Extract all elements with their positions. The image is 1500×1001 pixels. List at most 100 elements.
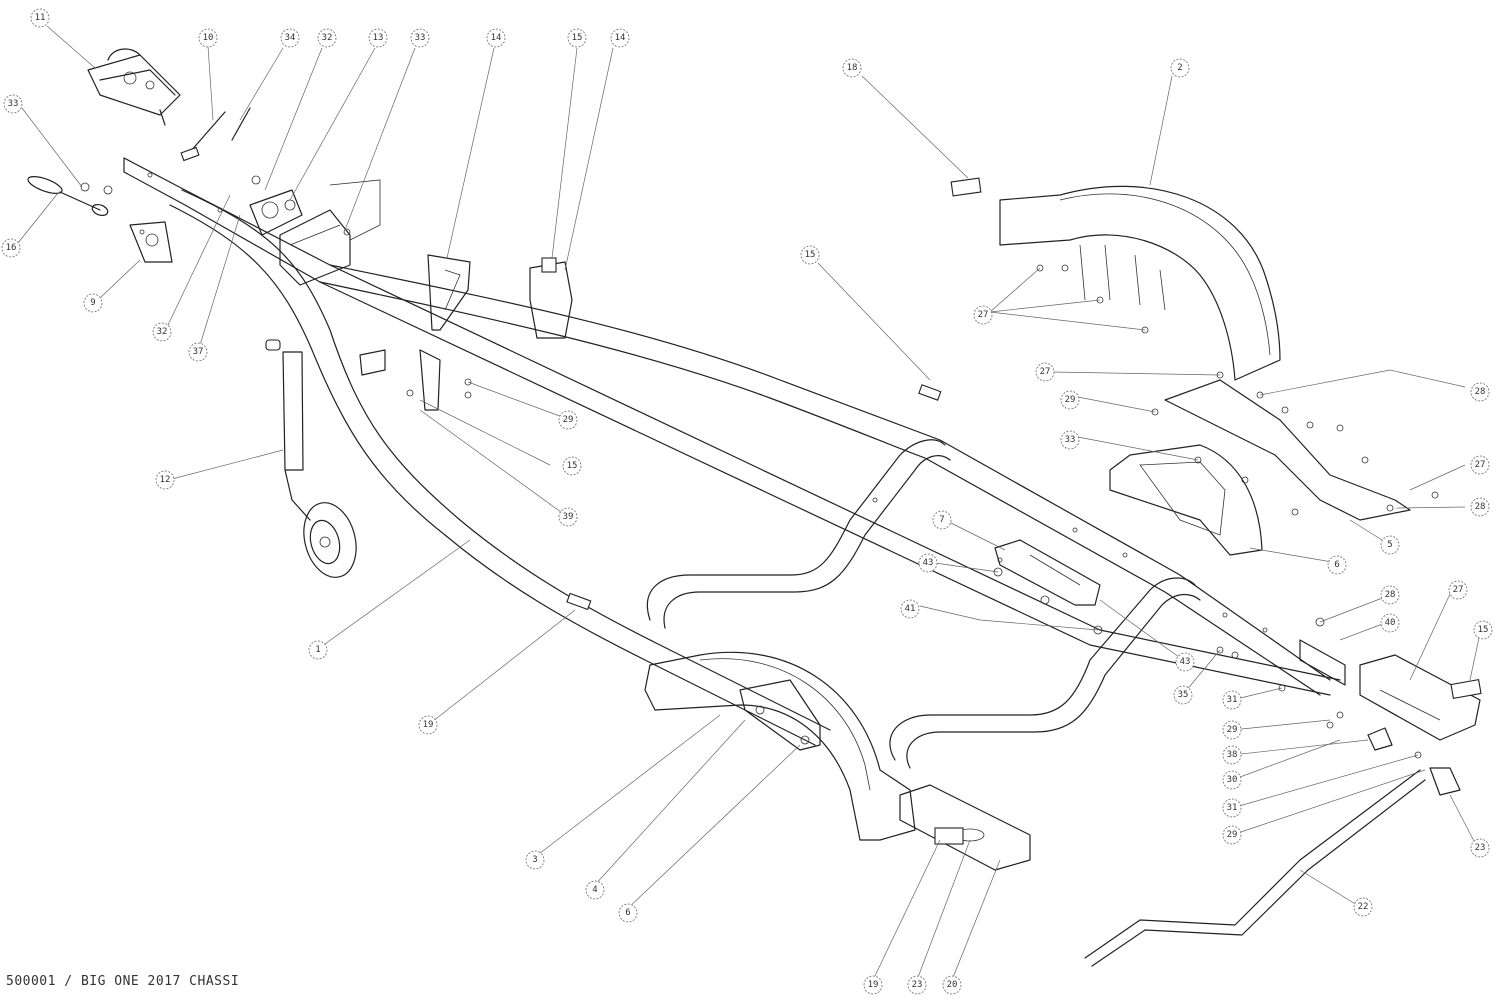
callout-27: 27 (1448, 580, 1468, 600)
callout-33: 33 (1060, 430, 1080, 450)
callout-bubble (1170, 58, 1190, 78)
callout-label: 6 (1334, 560, 1339, 570)
callout-bubble (1, 238, 21, 258)
callout-bubble (610, 28, 630, 48)
callout-label: 13 (373, 33, 384, 43)
callout-bubble (1473, 620, 1493, 640)
callout-label: 29 (1065, 395, 1076, 405)
callout-15: 15 (800, 245, 820, 265)
callout-bubble (1353, 897, 1373, 917)
callout-27: 27 (1035, 362, 1055, 382)
callout-label: 9 (90, 298, 95, 308)
callout-40: 40 (1380, 613, 1400, 633)
callout-label: 28 (1475, 502, 1486, 512)
callout-label: 27 (1453, 585, 1464, 595)
callout-bubble (585, 880, 605, 900)
callout-label: 15 (572, 33, 583, 43)
callout-bubble (1173, 685, 1193, 705)
callout-bubble (280, 28, 300, 48)
callout-bubble (567, 28, 587, 48)
callout-bubble (317, 28, 337, 48)
callout-20: 20 (942, 975, 962, 995)
callout-6: 6 (618, 903, 638, 923)
callout-bubble (1470, 838, 1490, 858)
callout-bubble (842, 58, 862, 78)
callout-label: 34 (285, 33, 296, 43)
callout-label: 32 (322, 33, 333, 43)
callout-41: 41 (900, 599, 920, 619)
callout-label: 14 (491, 33, 502, 43)
callout-bubble (558, 507, 578, 527)
callout-label: 33 (415, 33, 426, 43)
callout-bubble (1470, 382, 1490, 402)
callout-33: 33 (3, 94, 23, 114)
callout-31: 31 (1222, 690, 1242, 710)
callout-23: 23 (1470, 838, 1490, 858)
fender-bracket (1164, 379, 1411, 521)
callout-label: 12 (160, 475, 171, 485)
callout-27: 27 (973, 305, 993, 325)
callout-label: 38 (1227, 750, 1238, 760)
callout-label: 33 (8, 99, 19, 109)
callout-label: 6 (625, 908, 630, 918)
callout-label: 29 (1227, 725, 1238, 735)
callout-bubble (942, 975, 962, 995)
fender-right (950, 177, 1281, 381)
callout-bubble (308, 640, 328, 660)
callout-30: 30 (1222, 770, 1242, 790)
callout-16: 16 (1, 238, 21, 258)
callout-bubble (1060, 390, 1080, 410)
callout-label: 23 (1475, 843, 1486, 853)
callout-bubble (900, 599, 920, 619)
bow-stop (529, 257, 573, 339)
lamps (1367, 727, 1461, 796)
callout-38: 38 (1222, 745, 1242, 765)
callout-label: 33 (1065, 435, 1076, 445)
fender-left (644, 651, 916, 841)
callout-label: 20 (947, 980, 958, 990)
callout-bubble (410, 28, 430, 48)
callout-bubble (1222, 720, 1242, 740)
callout-bubble (1380, 535, 1400, 555)
callout-label: 28 (1475, 387, 1486, 397)
callout-14: 14 (486, 28, 506, 48)
callout-2: 2 (1170, 58, 1190, 78)
callout-label: 10 (203, 33, 214, 43)
callout-43: 43 (1175, 652, 1195, 672)
callout-label: 7 (939, 515, 944, 525)
callout-label: 1 (315, 645, 320, 655)
callout-15: 15 (562, 456, 582, 476)
callout-label: 19 (423, 720, 434, 730)
callout-39: 39 (558, 507, 578, 527)
jockey-wheel (265, 339, 357, 578)
callout-19: 19 (863, 975, 883, 995)
callout-29: 29 (1222, 825, 1242, 845)
callout-13: 13 (368, 28, 388, 48)
callout-43: 43 (918, 553, 938, 573)
callout-bubble (418, 715, 438, 735)
callout-label: 15 (1478, 625, 1489, 635)
callout-bubble (152, 322, 172, 342)
callout-label: 15 (567, 461, 578, 471)
callout-label: 41 (905, 604, 916, 614)
callout-bubble (1222, 770, 1242, 790)
callout-6: 6 (1327, 555, 1347, 575)
callout-10: 10 (198, 28, 218, 48)
callout-bubble (368, 28, 388, 48)
callout-37: 37 (188, 342, 208, 362)
callout-9: 9 (83, 293, 103, 313)
hardware (80, 175, 1439, 759)
callout-label: 14 (615, 33, 626, 43)
callout-label: 43 (923, 558, 934, 568)
leader-lines (17, 25, 1481, 981)
callout-bubble (918, 553, 938, 573)
rear-light-bracket (899, 784, 1031, 871)
drawing-caption: 500001 / BIG ONE 2017 CHASSI (6, 974, 240, 989)
callout-29: 29 (1222, 720, 1242, 740)
callout-bubble (863, 975, 883, 995)
callout-bubble (486, 28, 506, 48)
callout-22: 22 (1353, 897, 1373, 917)
mudguard-plate (1109, 444, 1263, 556)
callout-label: 27 (1475, 460, 1486, 470)
